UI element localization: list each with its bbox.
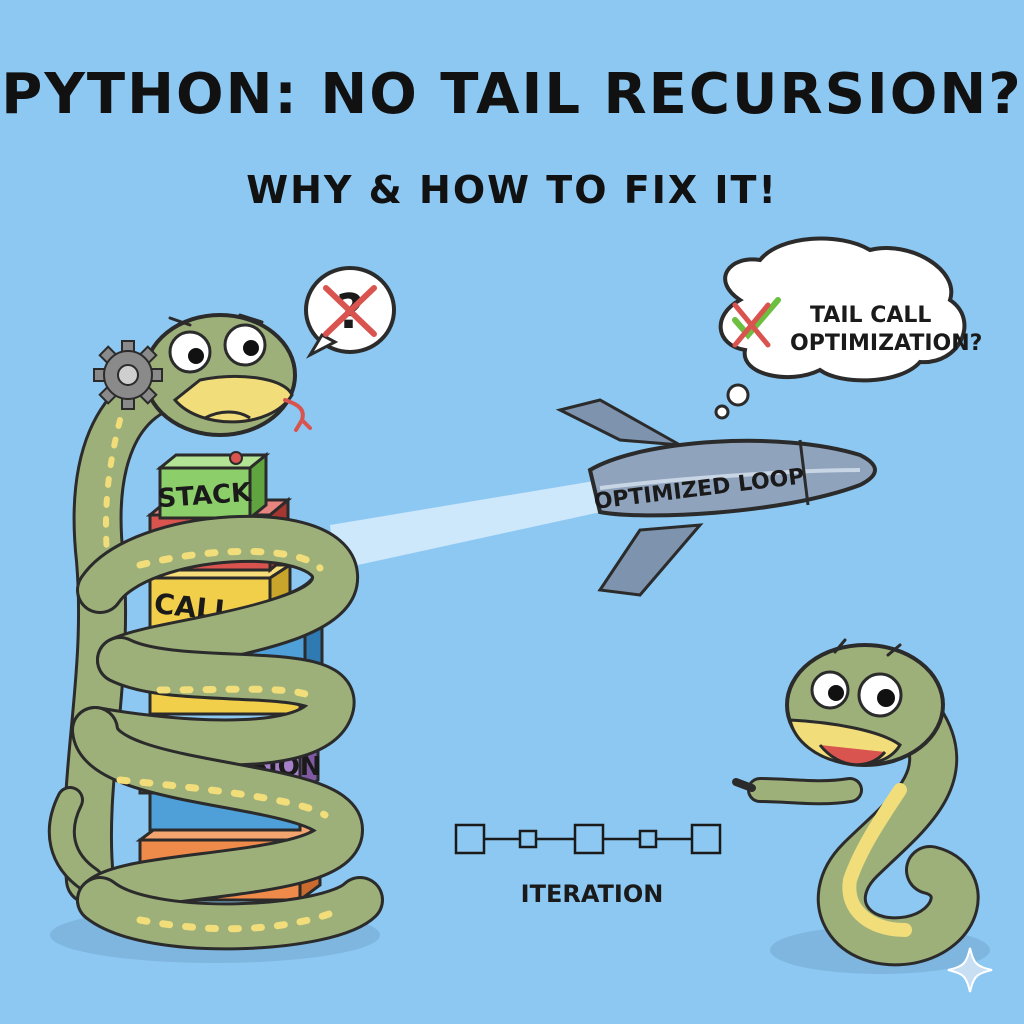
iteration-label: ITERATION — [521, 880, 664, 908]
speech-bubble: ? — [304, 266, 396, 359]
stack-block-label-top: STACK — [157, 478, 254, 515]
thought-bubble: TAIL CALL OPTIMIZATION? — [714, 236, 982, 420]
iteration-node — [454, 823, 486, 855]
iteration-diagram — [454, 823, 722, 855]
stack-block-green — [155, 451, 271, 522]
thought-cross-mark-icon — [732, 302, 771, 348]
rocket: OPTIMIZED LOOP — [555, 398, 877, 597]
right-snake — [732, 638, 980, 967]
gear-icon — [93, 340, 163, 410]
rocket-trail — [330, 480, 610, 570]
iteration-node — [518, 829, 538, 849]
iteration-node — [573, 823, 605, 855]
cross-mark-icon — [323, 285, 377, 337]
right-snake-head — [785, 638, 945, 767]
page-subtitle: WHY & HOW TO FIX IT! — [246, 168, 778, 212]
left-snake-head — [143, 313, 312, 437]
thought-text-line-1: TAIL CALL — [810, 303, 931, 328]
iteration-node — [690, 823, 722, 855]
left-snake-coils — [71, 514, 384, 951]
thought-text-line-2: OPTIMIZATION? — [790, 331, 982, 356]
iteration-node — [638, 829, 658, 849]
page-title: PYTHON: NO TAIL RECURSION? — [1, 62, 1023, 127]
sparkle-icon — [947, 947, 993, 993]
snake-tongue — [283, 398, 312, 432]
check-mark-icon — [732, 297, 781, 340]
